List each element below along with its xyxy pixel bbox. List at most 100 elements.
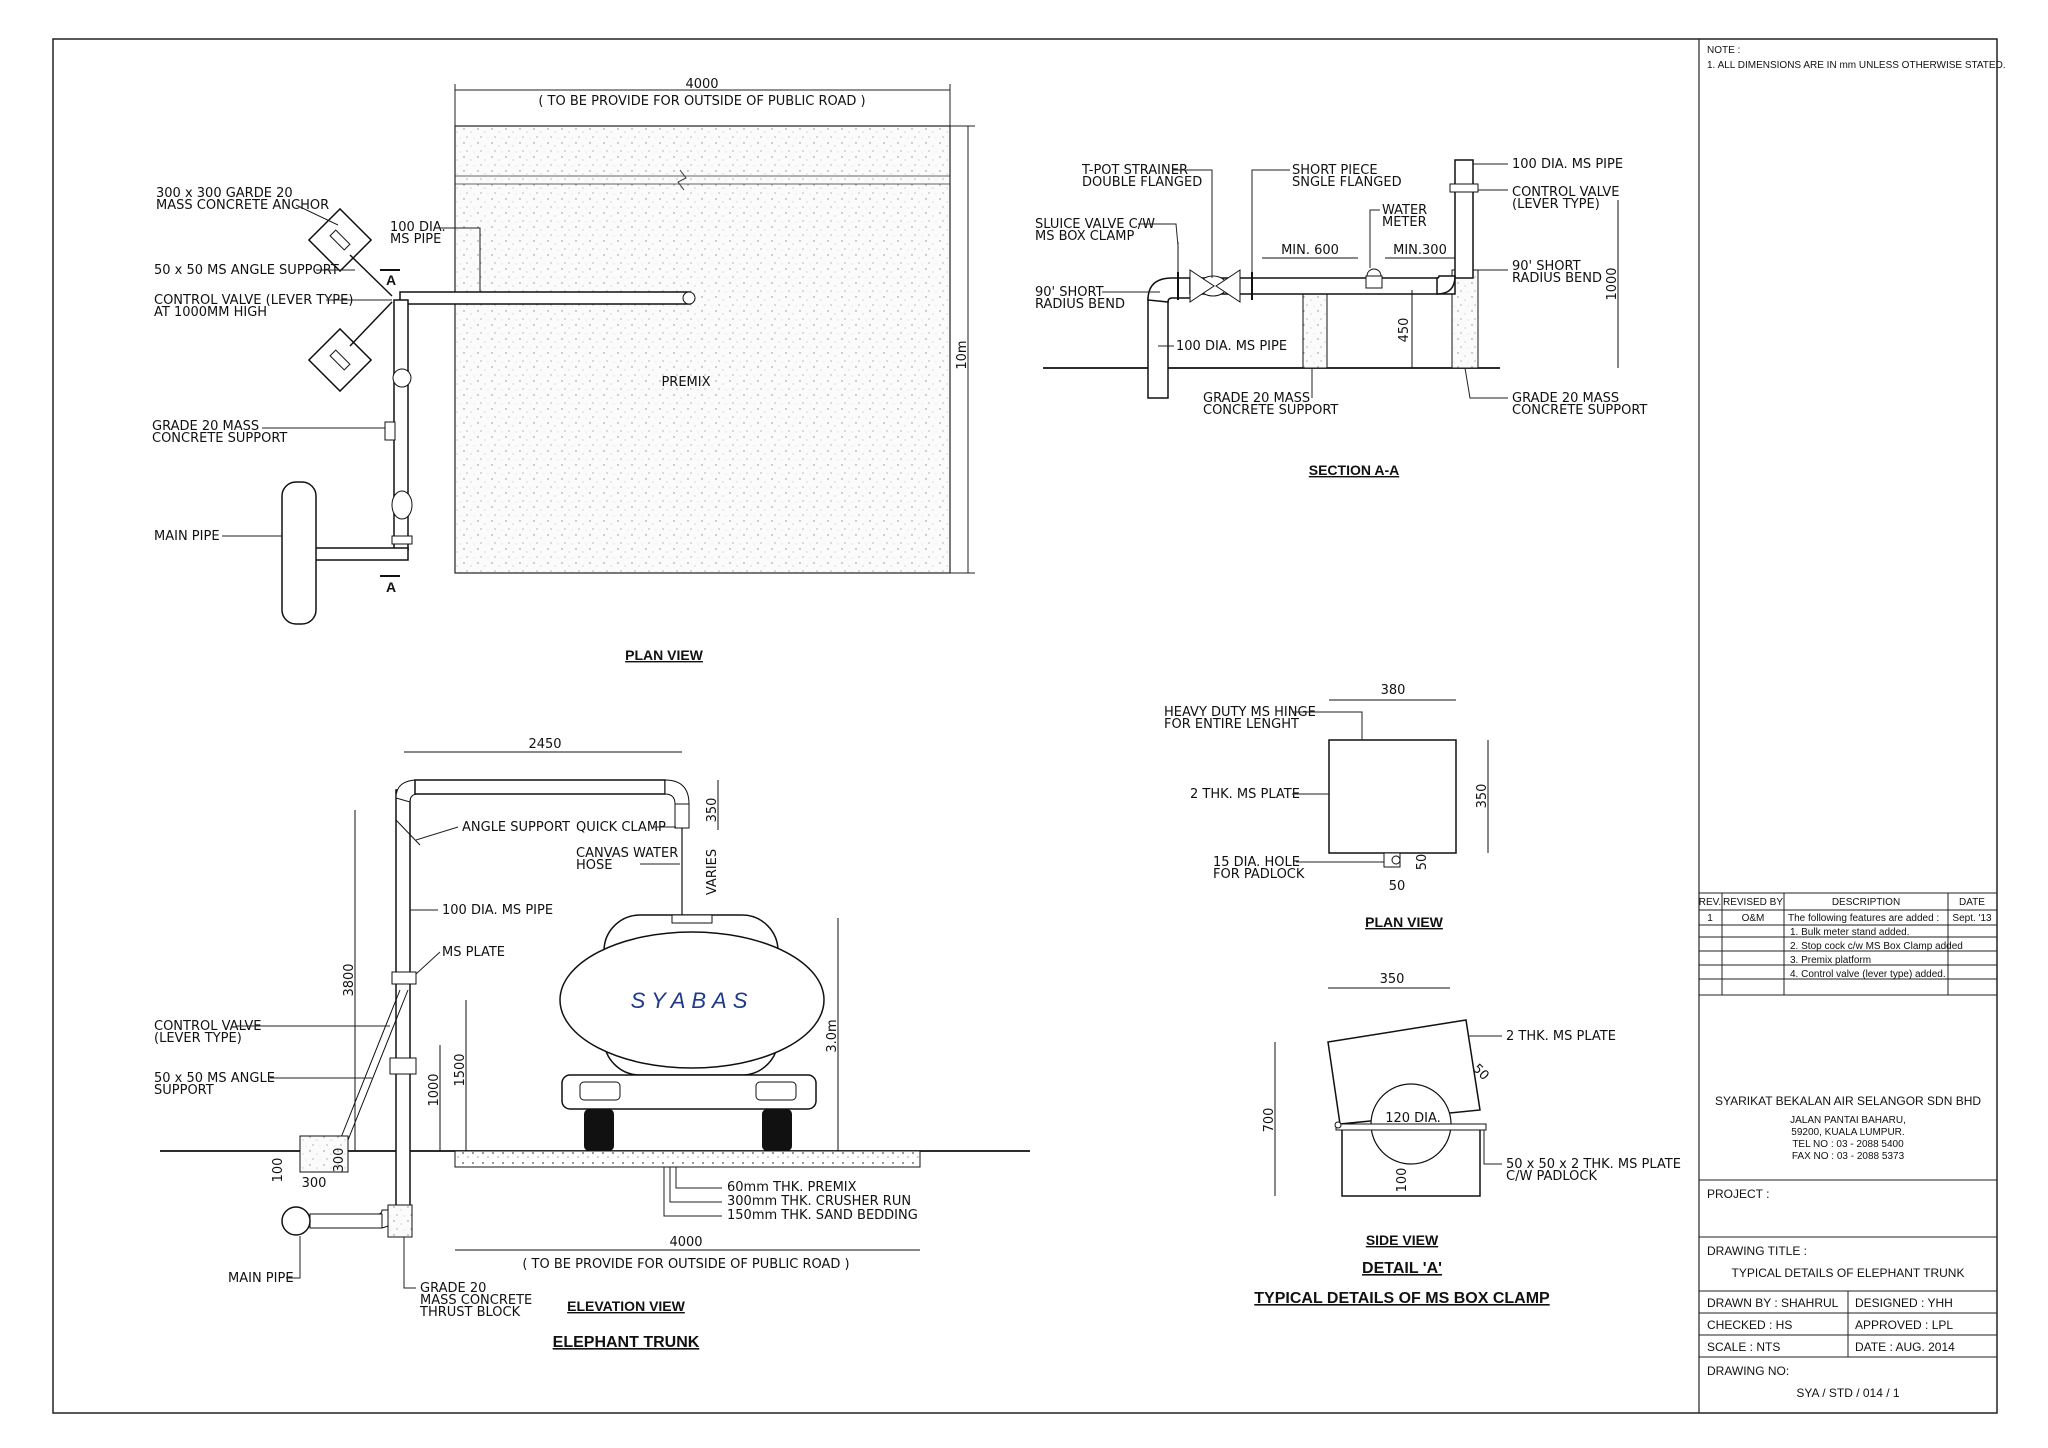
box-clamp-plate (1328, 739, 1457, 854)
elephant-trunk-title: ELEPHANT TRUNK (553, 1334, 700, 1351)
rev-desc-4: 4. Control valve (lever type) added. (1790, 969, 1946, 980)
thrust-label-1: GRADE 20 (420, 1281, 486, 1296)
elev-dim-3800: 3800 (342, 963, 357, 996)
premix-label: PREMIX (661, 375, 710, 390)
strainer-label-1: T-POT STRAINER (1081, 163, 1188, 178)
box-plan-dim-50-vert: 50 (1415, 854, 1430, 871)
section-min300: MIN.300 (1393, 243, 1447, 258)
elev-dim-300-vert: 300 (332, 1148, 347, 1173)
anchor-label-1: 300 x 300 GARDE 20 (156, 186, 293, 201)
section-control-valve-1: CONTROL VALVE (1512, 185, 1620, 200)
elevation-view-title: ELEVATION VIEW (567, 1298, 685, 1314)
elev-dim-100: 100 (271, 1158, 286, 1183)
section-support-right (1451, 269, 1479, 369)
box-clamp-plan: 380 350 HEAVY DUTY MS HINGE FOR ENTIRE L… (1164, 683, 1490, 930)
section-support-left (1302, 289, 1328, 369)
plan-ms-pipe-label-1: 100 DIA. (390, 220, 446, 235)
box-plan-dim-380: 380 (1381, 683, 1406, 698)
elev-angle-label-1: 50 x 50 MS ANGLE (154, 1071, 275, 1086)
water-meter-label-2: METER (1382, 215, 1427, 230)
elev-dim-350: 350 (705, 798, 720, 823)
water-meter-label-1: WATER (1382, 203, 1427, 218)
drawing-title: TYPICAL DETAILS OF ELEPHANT TRUNK (1732, 1266, 1965, 1280)
designed-by: DESIGNED : YHH (1855, 1296, 1953, 1310)
section-dim-450: 450 (1397, 318, 1412, 343)
box-plan-dim-50-horiz: 50 (1389, 879, 1406, 894)
rev-desc-3: 3. Premix platform (1790, 955, 1871, 966)
elev-ms-pipe-label: 100 DIA. MS PIPE (442, 903, 553, 918)
rev-col-date: DATE (1959, 897, 1985, 908)
box-side-angle-label-1: 50 x 50 x 2 THK. MS PLATE (1506, 1157, 1681, 1172)
canvas-hose-label-2: HOSE (576, 858, 612, 873)
rev-col-description: DESCRIPTION (1832, 897, 1900, 908)
premix-layer-label: 60mm THK. PREMIX (727, 1180, 857, 1195)
box-clamp-side: 350 2 THK. MS PLATE 50 700 120 DIA. 100 … (1254, 972, 1681, 1307)
short-piece-label-1: SHORT PIECE (1292, 163, 1378, 178)
section-control-valve-2: (LEVER TYPE) (1512, 197, 1600, 212)
elevation-view: SYABAS 2450 350 VARIES 3800 1000 1500 3.… (154, 737, 1030, 1351)
section-support-left-label-1: GRADE 20 MASS (1203, 391, 1310, 406)
elev-main-pipe-label: MAIN PIPE (228, 1271, 294, 1286)
thrust-label-2: MASS CONCRETE (420, 1293, 532, 1308)
canvas-hose-label-1: CANVAS WATER (576, 846, 678, 861)
rev-by: O&M (1742, 913, 1765, 924)
drawing-no-label: DRAWING NO: (1707, 1364, 1789, 1378)
section-bend-right-2: RADIUS BEND (1512, 271, 1602, 286)
checked-by: CHECKED : HS (1707, 1318, 1792, 1332)
rev-col-revised-by: REVISED BY (1723, 897, 1783, 908)
box-plan-plate-label: 2 THK. MS PLATE (1190, 787, 1300, 802)
note-heading: NOTE : (1707, 45, 1740, 56)
section-support-left-label-2: CONCRETE SUPPORT (1203, 403, 1338, 418)
short-piece-label-2: SNGLE FLANGED (1292, 175, 1402, 190)
rev-desc-1: 1. Bulk meter stand added. (1790, 927, 1910, 938)
approved-by: APPROVED : LPL (1855, 1318, 1953, 1332)
drawn-by: DRAWN BY : SHAHRUL (1707, 1296, 1839, 1310)
plan-view: 4000 ( TO BE PROVIDE FOR OUTSIDE OF PUBL… (152, 77, 975, 663)
elev-dim-2450: 2450 (528, 737, 561, 752)
plan-conc-support-label-2: CONCRETE SUPPORT (152, 431, 287, 446)
thrust-label-3: THRUST BLOCK (419, 1305, 521, 1320)
company-addr-1: JALAN PANTAI BAHARU, (1790, 1115, 1906, 1126)
sand-bedding-label: 150mm THK. SAND BEDDING (727, 1208, 918, 1223)
elev-dim-1000: 1000 (427, 1073, 442, 1106)
quick-clamp-label: QUICK CLAMP (576, 820, 666, 835)
side-view-title: SIDE VIEW (1366, 1232, 1439, 1248)
rev-no: 1 (1707, 913, 1713, 924)
box-side-angle-label-2: C/W PADLOCK (1506, 1169, 1597, 1184)
elev-dim-300-horiz: 300 (302, 1176, 327, 1191)
elev-road-note: ( TO BE PROVIDE FOR OUTSIDE OF PUBLIC RO… (522, 1257, 849, 1272)
section-marker-a-bottom: A (386, 579, 396, 595)
project-label: PROJECT : (1707, 1187, 1769, 1201)
box-clamp-main-title: TYPICAL DETAILS OF MS BOX CLAMP (1254, 1290, 1550, 1307)
section-pipe-label: 100 DIA. MS PIPE (1176, 339, 1287, 354)
hinge-label-2: FOR ENTIRE LENGHT (1164, 717, 1299, 732)
company-fax: FAX NO : 03 - 2088 5373 (1792, 1151, 1905, 1162)
drawing-title-label: DRAWING TITLE : (1707, 1244, 1807, 1258)
anchor-label-2: MASS CONCRETE ANCHOR (156, 198, 329, 213)
hole-label-1: 15 DIA. HOLE (1213, 855, 1300, 870)
hole-label-2: FOR PADLOCK (1213, 867, 1305, 882)
premix-platform (454, 125, 951, 574)
rev-desc-0: The following features are added : (1788, 913, 1939, 924)
sluice-label-2: MS BOX CLAMP (1035, 229, 1134, 244)
elev-ms-plate-label: MS PLATE (442, 945, 505, 960)
plan-dim-10m: 10m (955, 340, 970, 369)
elev-control-valve-label-2: (LEVER TYPE) (154, 1031, 242, 1046)
plan-road-note: ( TO BE PROVIDE FOR OUTSIDE OF PUBLIC RO… (538, 94, 865, 109)
water-tanker: SYABAS (559, 914, 825, 1151)
box-side-dim-100: 100 (1395, 1168, 1410, 1193)
title-block: NOTE : 1. ALL DIMENSIONS ARE IN mm UNLES… (1698, 39, 2006, 1413)
detail-a-title: DETAIL 'A' (1362, 1260, 1442, 1277)
elev-dim-4000: 4000 (669, 1235, 702, 1250)
rev-desc-2: 2. Stop cock c/w MS Box Clamp added (1790, 941, 1963, 952)
box-side-dia-120: 120 DIA. (1385, 1111, 1441, 1126)
company-name: SYARIKAT BEKALAN AIR SELANGOR SDN BHD (1715, 1094, 1981, 1108)
section-support-right-label-2: CONCRETE SUPPORT (1512, 403, 1647, 418)
plan-view-title: PLAN VIEW (625, 647, 704, 663)
section-bend-left-1: 90' SHORT (1035, 285, 1104, 300)
box-plan-title: PLAN VIEW (1365, 914, 1444, 930)
plan-angle-support-label: 50 x 50 MS ANGLE SUPPORT (154, 263, 339, 278)
hinge-label-1: HEAVY DUTY MS HINGE (1164, 705, 1316, 720)
plan-conc-support-label-1: GRADE 20 MASS (152, 419, 259, 434)
box-side-plate-label: 2 THK. MS PLATE (1506, 1029, 1616, 1044)
